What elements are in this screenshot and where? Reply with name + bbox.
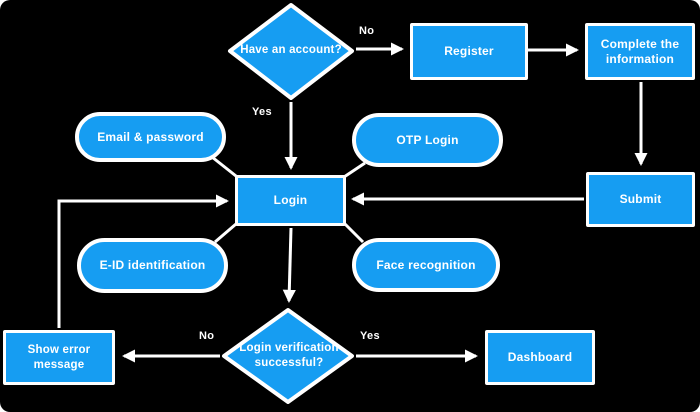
decision-login-verification-shape (222, 308, 354, 404)
decision-have-account-shape (228, 3, 354, 100)
edge-face-recognition-to-login (343, 222, 365, 244)
node-submit: Submit (586, 172, 695, 227)
node-login: Login (235, 175, 346, 226)
node-register: Register (410, 23, 528, 80)
edge-label-no-bottom: No (199, 330, 215, 342)
node-face-recognition: Face recognition (352, 238, 500, 292)
decision-login-verification-label: Login verification successful? (239, 342, 339, 369)
decision-have-account-label: Have an account? (240, 43, 342, 56)
node-eid-identification: E-ID identification (77, 238, 228, 293)
edge-login-to-verification (282, 227, 296, 303)
node-dashboard: Dashboard (485, 330, 595, 385)
edge-show-error-to-login (57, 194, 229, 328)
edge-label-yes-top: Yes (252, 106, 272, 118)
edge-otp-login-to-login (343, 161, 366, 179)
node-otp-login: OTP Login (352, 113, 503, 167)
edge-label-yes-bottom: Yes (360, 330, 380, 342)
edge-email-password-to-login (211, 155, 237, 178)
edge-eid-to-login (214, 222, 237, 244)
node-email-password: Email & password (75, 112, 226, 162)
node-show-error-message: Show error message (3, 330, 115, 385)
edge-label-no-top: No (359, 25, 375, 37)
node-complete-information: Complete the information (585, 23, 695, 80)
